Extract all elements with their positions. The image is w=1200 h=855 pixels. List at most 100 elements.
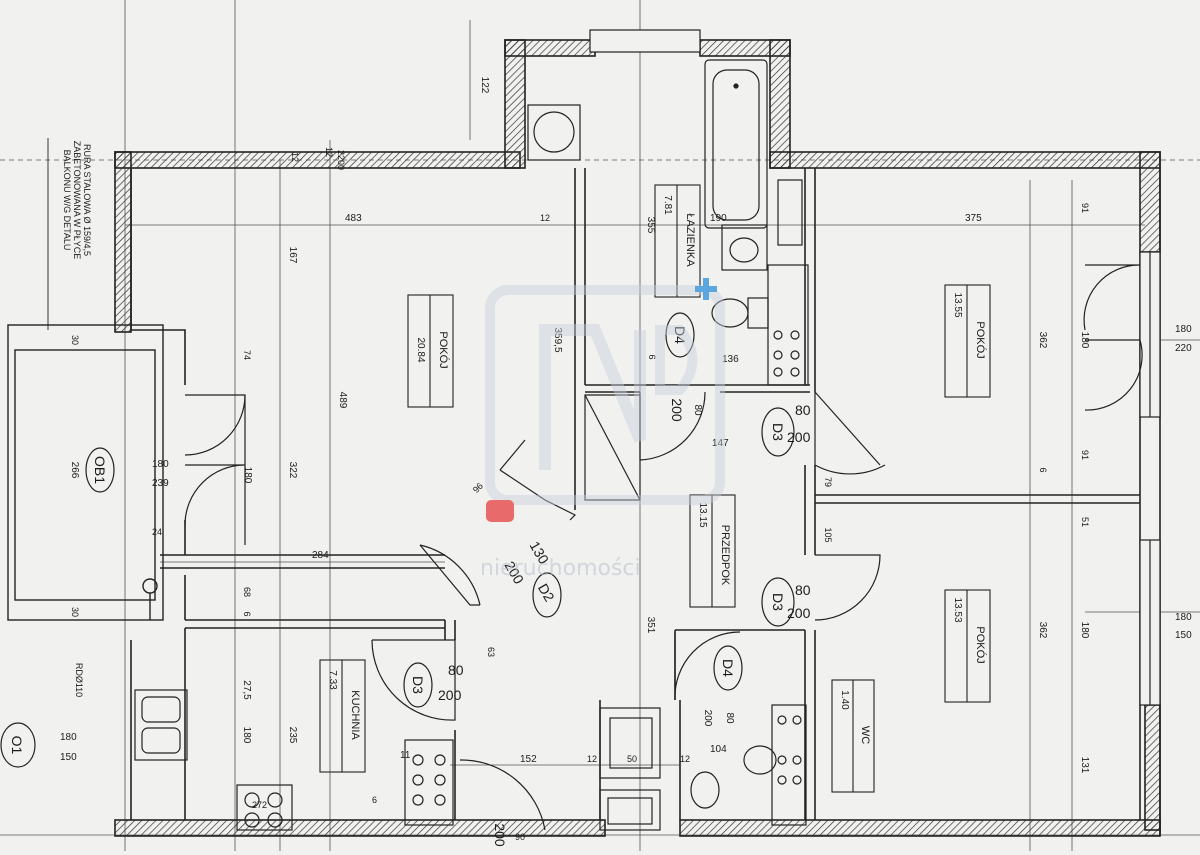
dim-322: 322 (287, 462, 298, 479)
dim-63: 63 (486, 647, 496, 657)
dim-362b: 362 (1037, 622, 1048, 639)
dim-359: 359,5 (552, 327, 563, 352)
door-d3-kitchen-height: 200 (438, 687, 462, 703)
dim-12c: 12 (540, 213, 550, 223)
dim-12b: 12 (324, 147, 334, 157)
dim-152: 152 (520, 754, 537, 765)
dim-131: 131 (1079, 757, 1090, 774)
fixtures (134, 59, 809, 831)
dim-180a: 180 (1079, 332, 1090, 349)
pipe-note-line-1: RURA STALOWA Ø 159/4,5 (82, 144, 92, 256)
dim-90: 90 (515, 832, 525, 842)
washbasin (721, 224, 768, 271)
room-bath-area: 7.81 (662, 195, 673, 215)
dim-167: 167 (287, 247, 298, 264)
room-se-area: 13.53 (952, 597, 963, 622)
room-se-label: POKÓJ (974, 626, 987, 663)
dim-122: 122 (479, 77, 490, 94)
window-o1-width: 180 (60, 732, 77, 743)
dim-6d: 6 (372, 795, 377, 805)
dim-79: 79 (823, 477, 833, 487)
window-se-width: 180 (1175, 612, 1192, 623)
dimension-labels: 122 12 12 2200 483 12 355 190 375 91 167… (69, 77, 1090, 847)
room-kitchen-label: KUCHNIA (349, 690, 361, 740)
dim-235: 235 (287, 727, 298, 744)
pipe-note-line-2: ZABETONOWANA W PŁYCE (72, 141, 82, 260)
room-living-label: POKÓJ (437, 331, 450, 368)
dim-275: 27,5 (241, 680, 252, 700)
watermark-logo (485, 285, 725, 505)
door-d3-kitchen-code: D3 (410, 676, 426, 694)
door-d3-ne-width: 80 (795, 402, 811, 418)
room-wc-label: WC (859, 726, 871, 744)
plus-icon (695, 278, 717, 300)
dim-6b: 6 (1038, 467, 1048, 472)
bathtub (704, 59, 768, 229)
room-wc-area: 1.40 (839, 690, 850, 710)
dim-12d: 12 (587, 754, 597, 764)
windows (589, 29, 1161, 706)
dim-105: 105 (823, 527, 833, 542)
dim-355: 355 (645, 217, 656, 234)
window-bath (589, 29, 701, 53)
dim-91a: 91 (1080, 203, 1090, 213)
dim-375: 375 (965, 213, 982, 224)
window-ne-width: 180 (1175, 324, 1192, 335)
watermark-text: nieruchomości (480, 556, 641, 581)
dim-6a: 6 (647, 354, 657, 359)
chimney-shaft (527, 104, 581, 161)
dim-362a: 362 (1037, 332, 1048, 349)
dim-30b: 30 (70, 607, 80, 617)
washing-machine (767, 264, 809, 386)
door-d4-wc-code: D4 (720, 659, 736, 677)
dim-11: 11 (400, 750, 411, 761)
dim-104: 104 (710, 744, 727, 755)
room-labels (319, 184, 991, 793)
door-d4-wc-width: 80 (724, 712, 735, 724)
dim-200b: 200 (492, 823, 508, 847)
dim-266: 266 (69, 462, 80, 479)
stove (404, 739, 454, 826)
dim-483: 483 (345, 213, 362, 224)
door-d3-ne-code: D3 (770, 423, 786, 441)
dim-30a: 30 (70, 335, 80, 345)
dim-180c: 180 (152, 459, 169, 470)
door-tag-circles (0, 312, 795, 768)
pipe-note-line-3: BALKONU W/G DETALU (62, 150, 72, 251)
door-d4-top-code: D4 (672, 326, 688, 344)
dim-68: 68 (242, 587, 252, 597)
room-hall-label: PRZEDPOK (719, 525, 731, 586)
dim-284: 284 (312, 550, 329, 561)
dim-91b: 91 (1080, 450, 1090, 460)
dim-12e: 12 (680, 754, 690, 764)
dim-351: 351 (645, 617, 656, 634)
dim-147: 147 (712, 438, 729, 449)
dim-190: 190 (710, 213, 727, 224)
room-bath-label: ŁAZIENKA (684, 213, 696, 267)
dim-180b: 180 (242, 467, 253, 484)
wc-sink (599, 707, 661, 779)
balcony (7, 324, 164, 621)
dim-239: 239 (152, 478, 169, 489)
door-d4-top-width: 80 (692, 404, 703, 416)
kitchen-sink (134, 689, 188, 761)
red-square-icon (486, 500, 514, 522)
door-d3-se-code: D3 (770, 593, 786, 611)
dim-180d: 180 (1079, 622, 1090, 639)
door-d4-wc-height: 200 (702, 710, 713, 727)
door-d4-top-height: 200 (669, 398, 685, 422)
room-hall-area: 13.15 (697, 502, 708, 527)
dim-96: 96 (471, 481, 485, 495)
room-living-area: 20.84 (415, 337, 426, 362)
door-d3-kitchen-width: 80 (448, 662, 464, 678)
window-o1-code: O1 (9, 736, 25, 755)
dim-489: 489 (337, 392, 348, 409)
dim-51: 51 (1080, 517, 1090, 527)
room-ne-area: 13.55 (952, 292, 963, 317)
rd-note: RDØ110 (74, 663, 84, 697)
door-d3-se-width: 80 (795, 582, 811, 598)
dim-6c: 6 (242, 611, 252, 616)
dim-272: 272 (252, 800, 267, 810)
